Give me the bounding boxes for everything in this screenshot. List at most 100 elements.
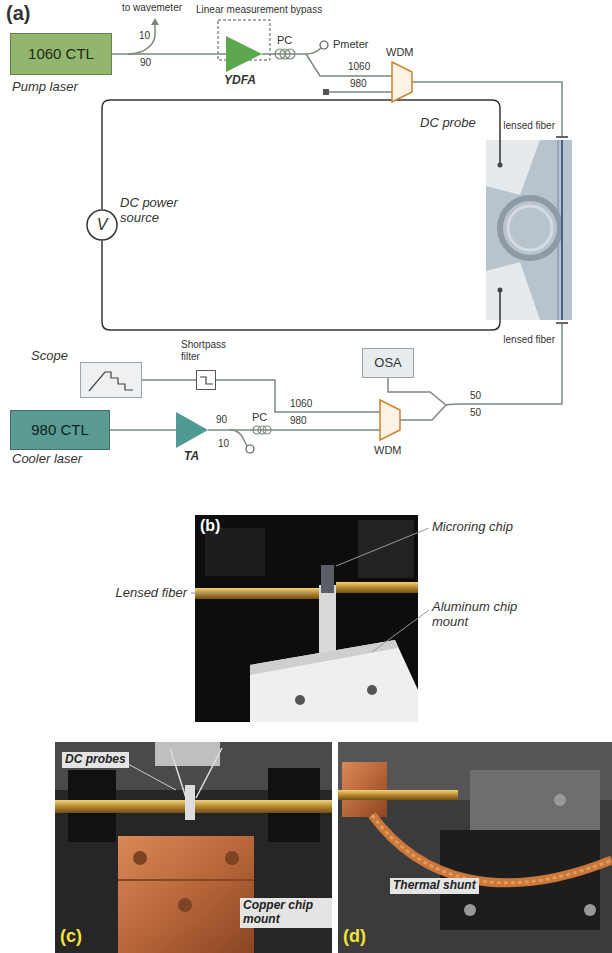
wavelength-label: 980 bbox=[290, 415, 307, 427]
photo-panel-d bbox=[372, 815, 612, 883]
fiber-wire bbox=[412, 82, 562, 136]
annotation-label: DC probes bbox=[62, 752, 129, 768]
step-icon bbox=[197, 371, 215, 389]
panel-letter: (c) bbox=[60, 926, 82, 947]
annotation-label: DC probe bbox=[420, 116, 476, 131]
probe-tip bbox=[498, 288, 503, 293]
photo-panel-d bbox=[584, 904, 596, 916]
fiber-connector bbox=[112, 53, 226, 55]
photo-panel-d bbox=[470, 770, 600, 830]
photo-panel-c bbox=[185, 785, 195, 820]
fiber-connector bbox=[216, 380, 380, 412]
fiber-wire bbox=[446, 324, 562, 405]
leader-line bbox=[336, 528, 429, 566]
dc-wire bbox=[102, 100, 500, 330]
annotation-label: Microring chip bbox=[432, 520, 562, 535]
node-text: YDFA bbox=[224, 74, 256, 88]
laser-box: 980 CTL bbox=[10, 410, 110, 450]
wdm-symbol bbox=[380, 400, 400, 440]
node-text: Scope bbox=[31, 349, 68, 364]
port-ratio: 90 bbox=[140, 57, 151, 69]
fiber-wire bbox=[329, 91, 392, 93]
node-text: WDM bbox=[374, 444, 402, 457]
photo-panel-d bbox=[372, 815, 612, 883]
fiber-wire bbox=[306, 48, 321, 54]
lensed-fiber-tip bbox=[556, 136, 568, 138]
annotation-label: Aluminum chip mount bbox=[432, 600, 542, 630]
amplifier-symbol: TA bbox=[176, 412, 208, 448]
fiber-connector bbox=[262, 54, 392, 76]
photo-panel-d bbox=[338, 742, 612, 953]
photo-panel-c bbox=[118, 836, 254, 953]
photo-panel-b bbox=[295, 695, 305, 705]
port-ratio: 50 bbox=[470, 390, 481, 402]
probe-tip bbox=[498, 163, 503, 168]
microring-chip bbox=[508, 206, 552, 250]
photo-panel-c bbox=[196, 748, 222, 798]
photo-panel-c bbox=[155, 742, 220, 766]
microring-chip bbox=[561, 140, 563, 320]
wdm-symbol: WDM bbox=[392, 62, 412, 102]
microring-chip bbox=[486, 262, 540, 320]
photo-panel-c bbox=[55, 742, 332, 953]
node-text: 1060 CTL bbox=[28, 45, 94, 62]
photo-panel-d bbox=[338, 790, 458, 800]
port-ratio: 50 bbox=[470, 407, 481, 419]
annotation-label: Pump laser bbox=[12, 80, 78, 95]
photo-panel-b bbox=[358, 520, 414, 578]
amplifier-symbol bbox=[226, 36, 262, 72]
voltage-source bbox=[87, 210, 117, 240]
photo-panel-b bbox=[205, 528, 265, 576]
port-ratio: 10 bbox=[139, 30, 150, 42]
leader-line bbox=[372, 610, 429, 652]
ramp-icon bbox=[81, 363, 141, 397]
amplifier-symbol bbox=[176, 412, 208, 448]
lensed-fiber-tip bbox=[556, 322, 568, 324]
annotation-label: PC bbox=[252, 411, 267, 424]
probe-tip bbox=[498, 163, 503, 293]
microring-chip bbox=[486, 140, 572, 320]
annotation-label: Lensed fiber bbox=[100, 586, 187, 601]
photo-panel-b bbox=[336, 582, 418, 593]
leader-line bbox=[191, 593, 312, 594]
amplifier-symbol bbox=[176, 412, 208, 448]
photo-panel-c bbox=[225, 851, 239, 865]
annotation-label: Linear measurement bypass bbox=[196, 4, 322, 16]
annotation-label: Cooler laser bbox=[12, 452, 82, 467]
annotation-label: DC power source bbox=[120, 196, 210, 226]
microring-chip bbox=[486, 140, 540, 195]
panel-letter: (d) bbox=[343, 926, 366, 947]
amplifier-symbol: YDFA bbox=[226, 36, 262, 72]
amplifier-symbol bbox=[226, 36, 262, 72]
photo-panel-b bbox=[250, 640, 418, 722]
panel-letter: (b) bbox=[200, 517, 220, 535]
photo-panel-b bbox=[367, 685, 377, 695]
laser-box: 1060 CTL bbox=[10, 33, 112, 75]
wdm-symbol bbox=[392, 62, 412, 102]
node-text: Shortpass filter bbox=[181, 339, 237, 362]
annotation-label: lensed fiber bbox=[480, 120, 555, 132]
photo-panel-c bbox=[170, 748, 186, 798]
annotation-label: PC bbox=[277, 34, 292, 47]
microring-chip bbox=[557, 140, 559, 320]
annotation-label: to wavemeter bbox=[122, 2, 182, 14]
photo-panel-c bbox=[178, 898, 192, 912]
photo-panel-c bbox=[118, 879, 254, 881]
tap-port bbox=[246, 445, 254, 453]
node-text: V bbox=[97, 216, 108, 234]
annotation-label: Thermal shunt bbox=[390, 878, 479, 894]
photo-panel-d bbox=[338, 742, 612, 953]
fiber-end bbox=[323, 89, 329, 95]
wavelength-label: 980 bbox=[350, 78, 367, 90]
annotation-label: lensed fiber bbox=[480, 334, 555, 346]
node-text: TA bbox=[184, 450, 199, 464]
instrument-box: OSA bbox=[362, 348, 414, 378]
photo-panel-c bbox=[128, 764, 176, 790]
photo-panel-d bbox=[342, 762, 387, 817]
annotation-label: Pmeter bbox=[333, 38, 368, 51]
photo-panel-d bbox=[554, 794, 566, 806]
wdm-symbol bbox=[392, 62, 412, 102]
fiber-connector bbox=[110, 429, 176, 431]
